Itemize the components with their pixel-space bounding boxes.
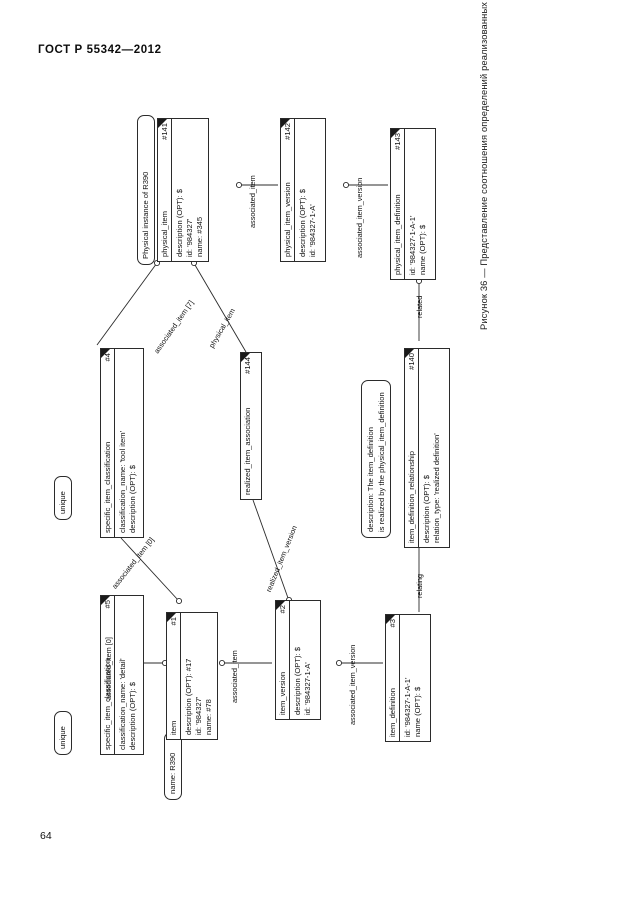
entity-header: item #1 bbox=[167, 613, 182, 739]
corner-marker-icon bbox=[241, 353, 250, 362]
entity-name: physical_item_version bbox=[283, 182, 292, 257]
attribute-row: id: '984327-1-A' bbox=[303, 662, 313, 715]
note-unique-top: unique bbox=[54, 476, 72, 520]
corner-marker-icon bbox=[101, 349, 110, 358]
corner-marker-icon bbox=[158, 119, 167, 128]
entity-node-2[interactable]: item_version #2 description (OPT): $ id:… bbox=[275, 600, 321, 720]
corner-marker-icon bbox=[101, 596, 110, 605]
entity-header: physical_item_version #142 bbox=[281, 119, 296, 261]
entity-name: item_version bbox=[278, 671, 287, 715]
note-name-r390: name: R390 bbox=[164, 732, 182, 800]
page-number: 64 bbox=[40, 830, 52, 842]
attribute-row: classification_name: 'detail' bbox=[118, 658, 128, 750]
entity-node-143[interactable]: physical_item_definition #143 id: '98432… bbox=[390, 128, 436, 280]
edge-label-related: related bbox=[415, 295, 424, 318]
attribute-row: name (OPT): $ bbox=[418, 224, 428, 275]
attribute-row: description (OPT): #17 bbox=[184, 658, 194, 735]
entity-attributes: classification_name: 'tool item' descrip… bbox=[115, 349, 141, 537]
entity-node-4[interactable]: specific_item_classification #4 classifi… bbox=[100, 348, 144, 538]
corner-marker-icon bbox=[281, 119, 290, 128]
edge-label-associated-item-top: associated_item bbox=[248, 175, 257, 228]
entity-attributes: id: '984327-1-A-1' name (OPT): $ bbox=[405, 129, 431, 279]
entity-name: realized_item_association bbox=[243, 407, 252, 495]
entity-node-3[interactable]: item_definition #3 id: '984327-1-A-1' na… bbox=[385, 614, 431, 742]
entity-header: item_definition #3 bbox=[386, 615, 401, 741]
attribute-row: description (OPT): $ bbox=[298, 189, 308, 257]
entity-name: item_definition bbox=[388, 688, 397, 737]
edge-label-associated-item-version-top: associated_item_version bbox=[355, 177, 364, 258]
corner-marker-icon bbox=[167, 613, 176, 622]
entity-header: realized_item_association #144 bbox=[241, 353, 254, 499]
attribute-row: id: '984327-1-A-1' bbox=[403, 677, 413, 737]
attribute-row: name (OPT): $ bbox=[413, 686, 423, 737]
attribute-row: description (OPT): $ bbox=[422, 475, 432, 543]
corner-marker-icon bbox=[276, 601, 285, 610]
note-realized-description: description: The item_definition is real… bbox=[361, 380, 391, 538]
corner-marker-icon bbox=[386, 615, 395, 624]
attribute-row: description (OPT): $ bbox=[175, 189, 185, 257]
attribute-row: id: '984327' bbox=[194, 696, 204, 735]
attribute-row: id: '984327-1-A' bbox=[308, 204, 318, 257]
edge-label-relating: relating bbox=[415, 574, 424, 598]
attribute-row: description (OPT): $ bbox=[128, 465, 138, 533]
attribute-row: description (OPT): $ bbox=[293, 647, 303, 715]
attribute-row: id: '984327-1-A-1' bbox=[408, 215, 418, 275]
entity-attributes: classification_name: 'detail' descriptio… bbox=[115, 596, 141, 754]
entity-attributes: id: '984327-1-A-1' name (OPT): $ bbox=[400, 615, 426, 741]
note-unique-bottom: unique bbox=[54, 711, 72, 755]
attribute-row: relation_type: 'realized definition' bbox=[432, 433, 442, 543]
entity-name: item bbox=[169, 720, 178, 735]
entity-node-140[interactable]: item_definition_relationship #140 descri… bbox=[404, 348, 450, 548]
entity-node-1[interactable]: item #1 description (OPT): #17 id: '9843… bbox=[166, 612, 218, 740]
entity-header: physical_item #141 bbox=[158, 119, 173, 261]
entity-attributes: description (OPT): #17 id: '984327' name… bbox=[181, 613, 217, 739]
edge-label-associated-item-version-bottom: associated_item_version bbox=[348, 644, 357, 725]
attribute-row: classification_name: 'tool item' bbox=[118, 430, 128, 533]
attribute-row: name: #78 bbox=[204, 699, 214, 735]
entity-attributes: description (OPT): $ relation_type: 'rea… bbox=[419, 349, 445, 547]
entity-attributes: description (OPT): $ id: '984327-1-A' bbox=[290, 601, 316, 719]
corner-marker-icon bbox=[391, 129, 400, 138]
entity-name: physical_item_definition bbox=[393, 194, 402, 275]
entity-name: physical_item bbox=[160, 210, 169, 257]
entity-header: item_version #2 bbox=[276, 601, 291, 719]
entity-node-142[interactable]: physical_item_version #142 description (… bbox=[280, 118, 326, 262]
attribute-row: id: '984327' bbox=[185, 218, 195, 257]
entity-name: specific_item_classification bbox=[103, 441, 112, 533]
attribute-row: description (OPT): $ bbox=[128, 682, 138, 750]
entity-attributes: description (OPT): $ id: '984327' name: … bbox=[172, 119, 208, 261]
entity-node-141[interactable]: physical_item #141 description (OPT): $ … bbox=[157, 118, 209, 262]
note-physical-instance: Physical instance of R390 bbox=[137, 115, 155, 265]
entity-header: item_definition_relationship #140 bbox=[405, 349, 420, 547]
entity-node-144[interactable]: realized_item_association #144 bbox=[240, 352, 262, 500]
standard-header: ГОСТ Р 55342—2012 bbox=[38, 44, 162, 56]
corner-marker-icon bbox=[405, 349, 414, 358]
entity-header: physical_item_definition #143 bbox=[391, 129, 406, 279]
edge-label-associated-item-0-bottom: associated_item [0] bbox=[104, 637, 113, 700]
edge-label-associated-item-bottom: associated_item bbox=[230, 650, 239, 703]
entity-name: item_definition_relationship bbox=[407, 450, 416, 543]
entity-attributes: description (OPT): $ id: '984327-1-A' bbox=[295, 119, 321, 261]
attribute-row: name: #345 bbox=[195, 216, 205, 257]
entity-header: specific_item_classification #4 bbox=[101, 349, 116, 537]
